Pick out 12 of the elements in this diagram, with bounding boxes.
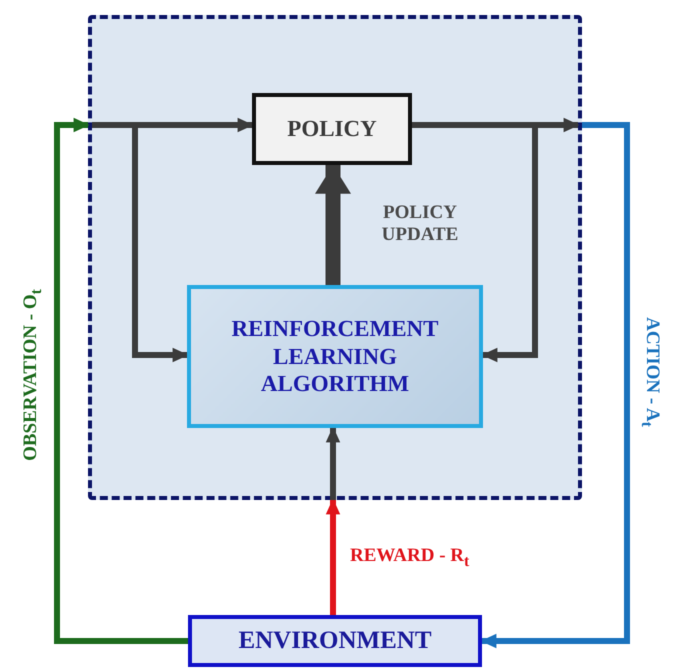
arrow — [326, 426, 340, 500]
node-text: REINFORCEMENT LEARNING ALGORITHM — [230, 315, 440, 398]
arrow — [54, 118, 188, 644]
process-box — [188, 615, 482, 667]
agent-dashed-box — [88, 15, 582, 500]
process-box — [187, 285, 483, 428]
process-box — [252, 93, 412, 165]
thick-arrow — [315, 165, 351, 285]
arrow — [480, 122, 630, 648]
node-text: ENVIRONMENT — [238, 627, 432, 655]
node-text: POLICY — [287, 116, 377, 142]
arrow — [326, 498, 340, 615]
